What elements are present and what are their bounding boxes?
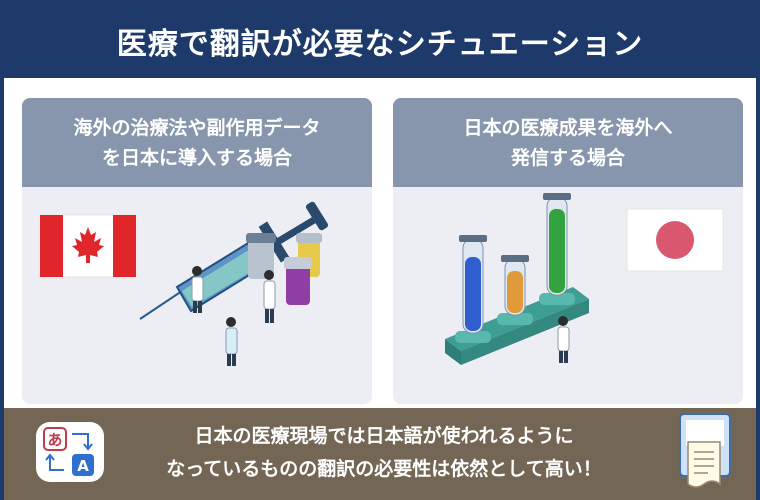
test-tube-green-illustration <box>543 193 571 296</box>
translate-icon: あ A <box>36 422 104 482</box>
card-title-line: 海外の治療法や副作用データ <box>73 116 321 139</box>
canada-flag-icon <box>39 214 137 278</box>
card-title-line: を日本に導入する場合 <box>101 146 292 169</box>
card-title: 日本の医療成果を海外へ 発信する場合 <box>393 98 743 187</box>
test-tube-stand-illustration <box>445 287 589 365</box>
card-illustration-area <box>393 187 743 404</box>
doctor-figure <box>191 266 204 313</box>
doctor-figure <box>557 316 570 363</box>
card-export-japanese-results: 日本の医療成果を海外へ 発信する場合 <box>393 98 743 404</box>
document-icon <box>679 413 731 488</box>
card-title: 海外の治療法や副作用データ を日本に導入する場合 <box>22 98 372 187</box>
nurse-figure <box>225 317 238 366</box>
summary-line: 日本の医療現場では日本語が使われるように <box>194 425 574 447</box>
summary-banner: あ A 日本の医療現場では日本語が使われるように なっているものの翻訳の必要性は… <box>4 408 756 500</box>
card-illustration-area <box>22 187 372 404</box>
vial-purple-illustration <box>284 257 312 305</box>
vial-grey-illustration <box>246 233 276 279</box>
card-title-line: 発信する場合 <box>510 146 625 169</box>
card-import-overseas-data: 海外の治療法や副作用データ を日本に導入する場合 <box>22 98 372 404</box>
card-title-line: 日本の医療成果を海外へ <box>463 116 673 139</box>
japan-flag-icon <box>626 208 724 272</box>
page-title: 医療で翻訳が必要なシチュエーション <box>4 4 756 78</box>
translate-target-glyph: A <box>77 457 89 475</box>
test-tube-blue-illustration <box>459 235 487 334</box>
summary-line: なっているものの翻訳の必要性は依然として高い！ <box>166 458 602 480</box>
summary-text: 日本の医療現場では日本語が使われるように なっているものの翻訳の必要性は依然とし… <box>124 420 644 486</box>
translate-source-glyph: あ <box>47 431 62 449</box>
doctor-figure <box>263 270 276 323</box>
test-tube-orange-illustration <box>501 255 529 316</box>
